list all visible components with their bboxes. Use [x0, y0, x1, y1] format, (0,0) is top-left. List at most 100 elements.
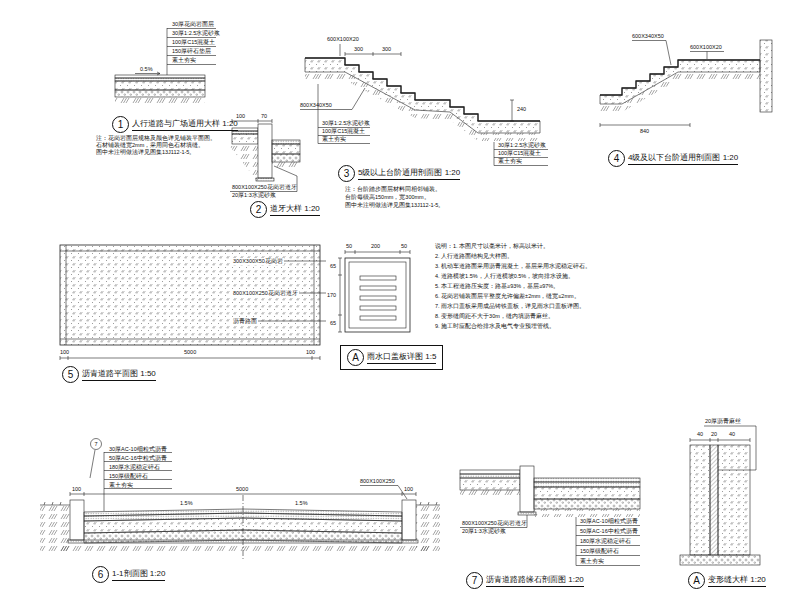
- detail-title: A变形缝大样 1:20: [688, 572, 766, 589]
- annotation-text: 240: [517, 106, 526, 113]
- detail-name: 沥青道路路缘石剖面图 1:20: [486, 574, 584, 587]
- annotation-text: 800X340X50: [300, 102, 332, 109]
- detail-number: A: [347, 349, 364, 366]
- annotation-text: 4. 道路横坡1.5%，人行道横坡0.5%，坡向排水设施。: [435, 273, 574, 280]
- annotation-text: 30厚1:2.5水泥砂浆: [498, 142, 546, 149]
- annotation-text: 180厚水泥稳定碎石: [109, 464, 160, 471]
- annotation-text: 40: [729, 431, 735, 438]
- detail-name: 5级以上台阶通用剖面图 1:20: [358, 167, 460, 180]
- detail-title: 2道牙大样 1:20: [250, 201, 320, 218]
- detail-number: 7: [466, 572, 483, 589]
- detail-title: 35级以上台阶通用剖面图 1:20: [338, 165, 460, 182]
- annotation-text: 100厚C15混凝土: [172, 39, 215, 46]
- annotation-text: 1.5%: [295, 500, 308, 507]
- annotation-text: 840: [640, 128, 649, 135]
- annotation-text: 素土夯实: [172, 57, 196, 64]
- annotation-text: 800X100X250: [360, 478, 395, 485]
- annotation-text: 300: [382, 46, 391, 53]
- annotation-text: 5000: [236, 486, 248, 493]
- annotation-text: 素土夯实: [322, 136, 346, 143]
- detail-number: 4: [608, 150, 625, 167]
- annotation-text: 300: [354, 46, 363, 53]
- detail-title-box: A雨水口盖板详图 1:5: [340, 345, 443, 370]
- annotation-text: 2. 人行道路面结构见大样图。: [435, 253, 513, 260]
- annotation-text: 沥青路面: [232, 318, 258, 325]
- annotation-text: 100: [72, 486, 81, 493]
- annotation-text: 素土夯实: [498, 158, 522, 165]
- annotation-text: 180厚水泥稳定碎石: [580, 538, 631, 545]
- annotation-text: 6. 花岗岩铺装面层平整度允许偏差±2mm，缝宽≤2mm。: [435, 293, 580, 300]
- annotation-text: 石材铺装缝宽2mm，采用同色石材填缝。: [96, 142, 204, 149]
- annotation-text: 150厚级配碎石: [580, 548, 619, 555]
- annotation-text: 30厚AC-10细粒式沥青: [109, 446, 167, 453]
- detail-number: 6: [92, 566, 109, 583]
- annotation-text: 1.5%: [180, 500, 193, 507]
- detail-number: 3: [338, 165, 355, 182]
- annotation-text: 30厚花岗岩面层: [172, 21, 214, 28]
- detail-title: 7沥青道路路缘石剖面图 1:20: [466, 572, 584, 589]
- annotation-text: 50: [346, 243, 352, 250]
- detail-name: 沥青道路平面图 1:50: [82, 368, 156, 381]
- annotation-text: 台阶每级高150mm，宽300mm。: [345, 194, 430, 201]
- annotation-text: 100厚C15混凝土: [498, 150, 541, 157]
- annotation-text: 30厚AC-10细粒式沥青: [580, 518, 638, 525]
- annotation-text: 5000: [184, 349, 196, 356]
- annotation-text: 20: [711, 431, 717, 438]
- annotation-text: 100: [306, 349, 315, 356]
- annotation-text: 100: [404, 486, 413, 493]
- annotation-text: 70: [261, 113, 267, 120]
- detail-name: 人行道路与广场通用大样 1:20: [132, 118, 238, 131]
- detail-number: A: [688, 572, 705, 589]
- annotation-text: 30厚1:2.5水泥砂浆: [322, 120, 370, 127]
- annotation-text: 40: [697, 431, 703, 438]
- annotation-text: 150厚碎石垫层: [172, 48, 211, 55]
- annotation-text: 图中未注明做法详见图集13J112-1-5。: [96, 149, 195, 156]
- annotation-text: 20厚1:3水泥砂浆: [232, 192, 276, 199]
- annotation-text: 20厚沥青麻丝: [705, 418, 741, 425]
- annotation-text: 800X100X250花岗岩道牙: [232, 290, 299, 297]
- annotation-text: 注：台阶踏步面层材料同相邻铺装。: [345, 186, 441, 193]
- annotation-text: 注：花岗岩面层规格及颜色详见铺装平面图。: [96, 135, 216, 142]
- detail-name: 4级及以下台阶通用剖面图 1:20: [628, 152, 738, 165]
- detail-name: 道牙大样 1:20: [270, 203, 320, 216]
- annotation-text: 8. 变形缝间距不大于30m，缝内填沥青麻丝。: [435, 313, 554, 320]
- detail-name: 雨水口盖板详图 1:5: [367, 351, 436, 364]
- annotation-text: 5. 本工程道路压实度：路基≥93%，基层≥97%。: [435, 283, 559, 290]
- annotation-text: 800X100X250花岗岩道牙: [462, 520, 527, 527]
- annotation-text: 20厚1:3水泥砂浆: [462, 528, 506, 535]
- annotation-text: 170: [327, 292, 336, 299]
- annotation-text: 600X100X20: [327, 36, 359, 43]
- detail-title: 1人行道路与广场通用大样 1:20: [112, 116, 238, 133]
- annotation-text: 素土夯实: [580, 558, 604, 565]
- detail-name: 1-1剖面图 1:20: [112, 568, 165, 581]
- detail-title: 61-1剖面图 1:20: [92, 566, 165, 583]
- annotation-text: 素土夯实: [109, 482, 133, 489]
- annotation-text: 0.5%: [140, 66, 153, 73]
- annotation-text: 65: [330, 263, 336, 270]
- annotation-text: 7. 雨水口盖板采用成品铸铁盖板，详见雨水口盖板详图。: [435, 303, 585, 310]
- detail-title: 44级及以下台阶通用剖面图 1:20: [608, 150, 738, 167]
- detail-number: 1: [112, 116, 129, 133]
- annotation-text: 600X100X20: [690, 44, 722, 51]
- annotation-text: 100厚C15混凝土: [322, 128, 365, 135]
- annotation-text: 9. 施工时应配合给排水及电气专业预埋管线。: [435, 323, 555, 330]
- annotation-text: 说明：1. 本图尺寸以毫米计，标高以米计。: [435, 243, 549, 250]
- annotation-text: 800X100X250花岗岩道牙: [232, 184, 297, 191]
- annotation-text: 65: [330, 320, 336, 327]
- annotation-text: 50厚AC-16中粒式沥青: [580, 528, 638, 535]
- annotation-text: 150厚级配碎石: [109, 473, 148, 480]
- annotation-text: 3. 机动车道路面采用沥青混凝土，基层采用水泥稳定碎石。: [435, 263, 591, 270]
- annotation-text: 50厚AC-16中粒式沥青: [109, 455, 167, 462]
- annotation-text: 200: [371, 243, 380, 250]
- annotation-text: 7: [94, 441, 97, 448]
- detail-name: 变形缝大样 1:20: [708, 574, 766, 587]
- detail-number: 2: [250, 201, 267, 218]
- annotation-text: 300X300X50花岗岩: [232, 258, 284, 265]
- annotation-text: 图中未注明做法详见图集13J112-1-5。: [345, 202, 444, 209]
- annotation-text: 100: [236, 113, 245, 120]
- annotation-text: 100: [60, 349, 69, 356]
- annotation-text: 50: [401, 243, 407, 250]
- annotation-text: 600X340X50: [632, 33, 664, 40]
